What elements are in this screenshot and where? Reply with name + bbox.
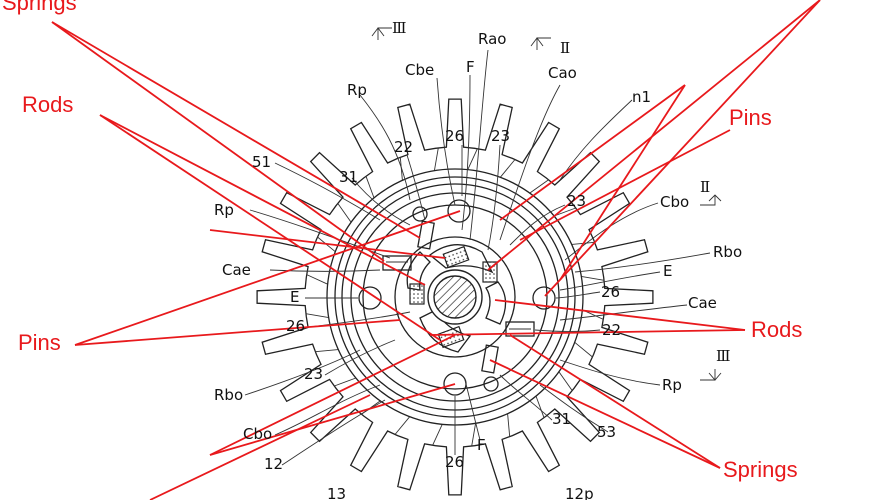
- label-26: 26: [445, 453, 464, 471]
- label-section-ii: Ⅱ: [560, 39, 570, 57]
- label-12p: 12p: [565, 485, 594, 500]
- center-shaft: [433, 275, 477, 319]
- label-e: E: [663, 262, 672, 280]
- pin-circle: [447, 199, 471, 223]
- label-31: 31: [552, 410, 571, 428]
- gear-web-line: [529, 179, 549, 194]
- label-31: 31: [339, 168, 358, 186]
- label-26: 26: [445, 127, 464, 145]
- gear-web-line: [305, 313, 329, 319]
- label-23: 23: [304, 365, 323, 383]
- pin-circle-small: [412, 206, 428, 222]
- pin-circle: [358, 286, 382, 310]
- callout-springs: Springs: [723, 457, 798, 482]
- rod-head: [482, 261, 498, 283]
- label-cae: Cae: [222, 261, 251, 279]
- pin-circle: [532, 286, 556, 310]
- section-marker: [700, 369, 716, 381]
- label-rp: Rp: [347, 81, 367, 99]
- spring-block: [505, 321, 535, 337]
- gear-web-line: [553, 207, 576, 217]
- gear-web-line: [365, 176, 375, 199]
- callout-rods: Rods: [22, 92, 73, 117]
- section-marker: [536, 37, 551, 50]
- gear-web-line: [507, 413, 511, 437]
- gear-web-line: [306, 274, 328, 285]
- gear-web-line: [432, 424, 443, 446]
- rod-head: [442, 245, 470, 269]
- gear-web-line: [334, 377, 357, 387]
- label-23: 23: [491, 127, 510, 145]
- gear-teeth-outline: [256, 98, 654, 496]
- gear-web-line: [394, 416, 411, 435]
- label-n1: n1: [632, 88, 651, 106]
- label-f: F: [466, 58, 475, 76]
- rod-head: [409, 283, 425, 305]
- label-22: 22: [394, 138, 413, 156]
- label-rbo: Rbo: [713, 243, 742, 261]
- label-12: 12: [264, 455, 283, 473]
- section-marker: [700, 195, 716, 206]
- section-arrow: [708, 372, 722, 381]
- label-e: E: [290, 288, 299, 306]
- label-rao: Rao: [478, 30, 506, 48]
- label-23: 23: [567, 192, 586, 210]
- gear-web-line: [337, 203, 352, 223]
- label-cae: Cae: [688, 294, 717, 312]
- label-section-iii: Ⅲ: [716, 347, 730, 365]
- label-f: F: [477, 436, 486, 454]
- label-51: 51: [252, 153, 271, 171]
- label-rbo: Rbo: [214, 386, 243, 404]
- gear-web-line: [535, 395, 545, 418]
- label-rp: Rp: [662, 376, 682, 394]
- gear-web-line: [471, 423, 477, 447]
- label-26: 26: [286, 317, 305, 335]
- callout-pins: Pins: [729, 105, 772, 130]
- callout-pins: Pins: [18, 330, 61, 355]
- pin-circle-small: [483, 376, 499, 392]
- label-cbe: Cbe: [405, 61, 434, 79]
- section-arrow: [371, 27, 385, 37]
- label-22: 22: [602, 321, 621, 339]
- label-26: 26: [601, 283, 620, 301]
- section-marker: [377, 27, 392, 40]
- cam-lobe: [485, 281, 507, 325]
- callout-springs: Springs: [2, 0, 77, 15]
- callout-lines: [51, 0, 821, 500]
- spring-block: [382, 255, 412, 271]
- label-rp: Rp: [214, 201, 234, 219]
- gear-web-line: [558, 371, 573, 391]
- label-cbo: Cbo: [243, 425, 272, 443]
- label-cbo: Cbo: [660, 193, 689, 211]
- label-53: 53: [597, 423, 616, 441]
- label-section-iii: Ⅲ: [392, 19, 406, 37]
- label-section-ii: Ⅱ: [700, 178, 710, 196]
- gear-web-line: [499, 159, 516, 178]
- cam-ring: [394, 236, 516, 358]
- label-cao: Cao: [548, 64, 577, 82]
- label-13: 13: [327, 485, 346, 500]
- gear-web-line: [574, 341, 593, 358]
- section-arrow: [708, 194, 722, 202]
- callout-rods: Rods: [751, 317, 802, 342]
- gear-web-line: [433, 147, 439, 171]
- gear-web-line: [581, 275, 605, 281]
- spring-block: [481, 344, 499, 374]
- gear-web-line: [315, 349, 339, 353]
- section-arrow: [530, 37, 544, 47]
- gear-web-line: [467, 148, 478, 170]
